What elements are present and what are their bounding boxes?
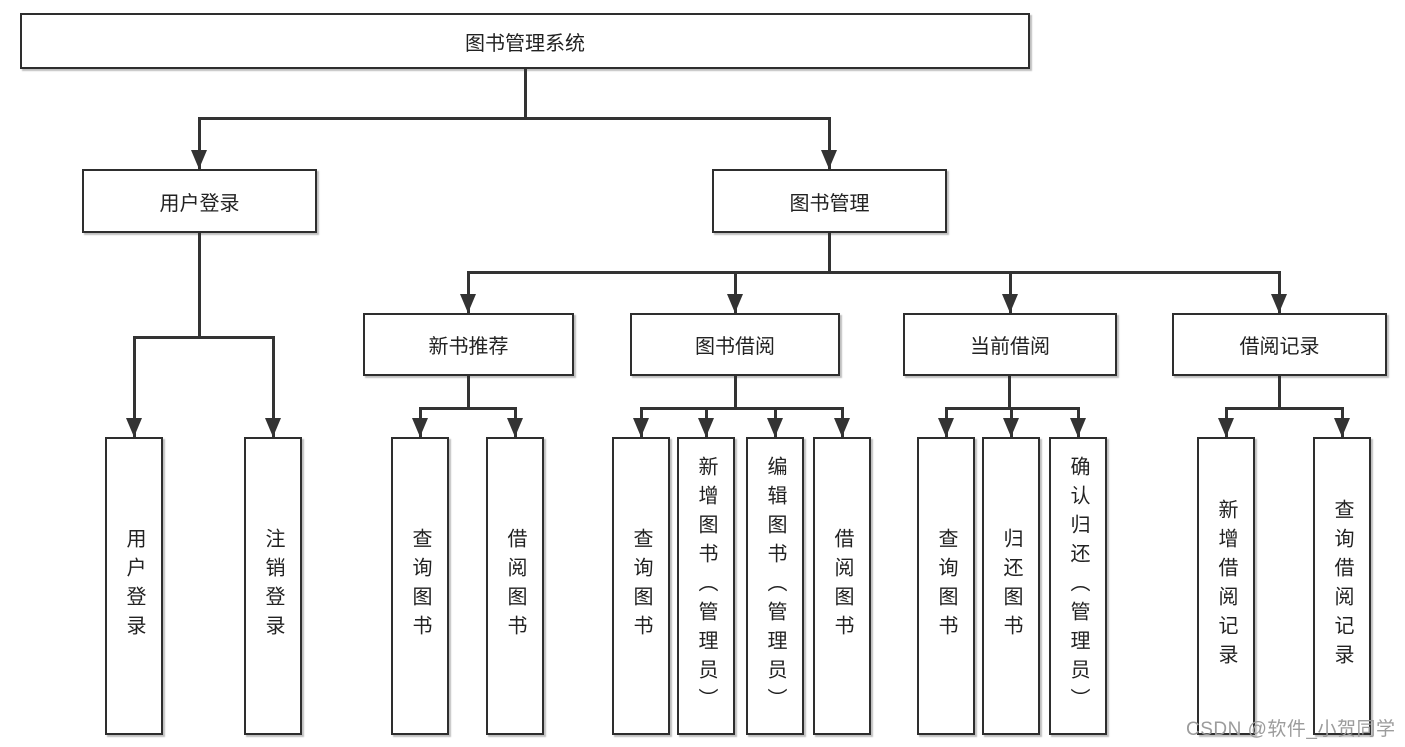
- connector-book-borrow-stub: [734, 376, 737, 409]
- arrow-down-icon: [821, 150, 837, 169]
- leaf-query-books-2: 查询图书: [612, 437, 670, 735]
- arrow-down-icon: [1218, 418, 1234, 437]
- arrow-down-icon: [1271, 294, 1287, 313]
- arrow-down-icon: [460, 294, 476, 313]
- arrow-down-icon: [1003, 418, 1019, 437]
- connector-user-login-bus: [133, 336, 274, 339]
- leaf-edit-books-admin: 编辑图书（管理员）: [746, 437, 804, 735]
- connector-stem-new-book: [467, 271, 470, 313]
- connector-stem-leaf-login: [133, 336, 136, 437]
- arrow-down-icon: [126, 418, 142, 437]
- node-borrow-records: 借阅记录: [1172, 313, 1387, 376]
- connector-stem-book-mgmt: [828, 117, 831, 169]
- leaf-borrow-books-2: 借阅图书: [813, 437, 871, 735]
- leaf-borrow-books-1: 借阅图书: [486, 437, 544, 735]
- connector-new-book-bus: [419, 407, 516, 410]
- connector-borrow-records-bus: [1225, 407, 1343, 410]
- arrow-down-icon: [767, 418, 783, 437]
- csdn-watermark: CSDN @软件_小贺同学: [1186, 719, 1396, 740]
- leaf-add-books-admin: 新增图书（管理员）: [677, 437, 735, 735]
- connector-new-book-stub: [467, 376, 470, 409]
- arrow-down-icon: [1002, 294, 1018, 313]
- leaf-query-books-1: 查询图书: [391, 437, 449, 735]
- leaf-logout: 注销登录: [244, 437, 302, 735]
- node-book-borrow: 图书借阅: [630, 313, 840, 376]
- arrow-down-icon: [1334, 418, 1350, 437]
- node-root: 图书管理系统: [20, 13, 1030, 69]
- arrow-down-icon: [938, 418, 954, 437]
- connector-book-borrow-bus: [640, 407, 843, 410]
- connector-stem-current-borrow: [1009, 271, 1012, 313]
- connector-book-mgmt-bus: [467, 271, 1280, 274]
- leaf-user-login: 用户登录: [105, 437, 163, 735]
- connector-user-login-stub: [198, 233, 201, 338]
- connector-root-stub: [524, 69, 527, 118]
- arrow-down-icon: [507, 418, 523, 437]
- arrow-down-icon: [412, 418, 428, 437]
- connector-root-bus: [198, 117, 830, 120]
- node-current-borrow: 当前借阅: [903, 313, 1117, 376]
- connector-book-mgmt-stub: [828, 233, 831, 273]
- leaf-add-borrow-record: 新增借阅记录: [1197, 437, 1255, 735]
- leaf-query-borrow-record: 查询借阅记录: [1313, 437, 1371, 735]
- connector-borrow-records-stub: [1278, 376, 1281, 409]
- connector-current-borrow-stub: [1008, 376, 1011, 409]
- arrow-down-icon: [1070, 418, 1086, 437]
- arrow-down-icon: [698, 418, 714, 437]
- connector-stem-user-login: [198, 117, 201, 169]
- arrow-down-icon: [633, 418, 649, 437]
- arrow-down-icon: [191, 150, 207, 169]
- leaf-return-books: 归还图书: [982, 437, 1040, 735]
- node-book-management: 图书管理: [712, 169, 947, 233]
- leaf-confirm-return-admin: 确认归还（管理员）: [1049, 437, 1107, 735]
- node-new-book-recommend: 新书推荐: [363, 313, 574, 376]
- arrow-down-icon: [727, 294, 743, 313]
- node-user-login: 用户登录: [82, 169, 317, 233]
- connector-stem-borrow-records: [1278, 271, 1281, 313]
- arrow-down-icon: [834, 418, 850, 437]
- connector-stem-book-borrow: [734, 271, 737, 313]
- arrow-down-icon: [265, 418, 281, 437]
- leaf-query-books-3: 查询图书: [917, 437, 975, 735]
- connector-stem-leaf-logout: [272, 336, 275, 437]
